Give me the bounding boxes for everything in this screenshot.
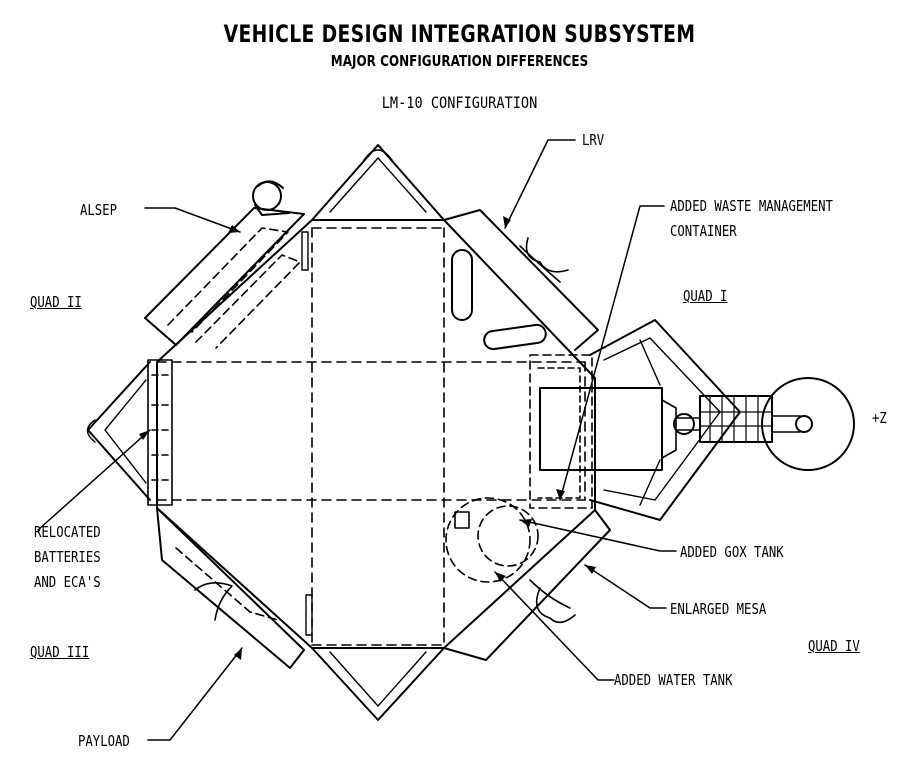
relocated-leader (37, 429, 151, 531)
structural-grid (156, 227, 586, 646)
mesa-leader (584, 564, 667, 609)
relocated-label-line2: BATTERIES (34, 548, 101, 566)
quad-iii-label: QUAD III (30, 643, 90, 661)
relocated-label-line1: RELOCATED (34, 523, 101, 541)
plus-z-axis-label: +Z (872, 409, 887, 427)
quad-i-label: QUAD I (683, 287, 728, 305)
waste-leader (559, 205, 665, 501)
lrv-panel (443, 209, 599, 351)
alsep-label: ALSEP (80, 201, 118, 219)
quad-iv-label: QUAD IV (808, 637, 860, 655)
left-fairing (87, 361, 151, 501)
lower-slot (483, 323, 547, 351)
forward-hatch (539, 387, 663, 471)
leader-lines (37, 139, 677, 741)
gox-tank (477, 505, 539, 567)
configuration-label: LM-10 CONFIGURATION (381, 93, 538, 112)
lrv-leader (504, 139, 576, 229)
ladder-porch (589, 319, 813, 521)
bottom-fairing (311, 647, 445, 721)
gox-label: ADDED GOX TANK (680, 543, 784, 561)
alsep-leader (144, 207, 241, 233)
quad-ii-label: QUAD II (30, 293, 82, 311)
water-tank (445, 497, 531, 583)
water-label: ADDED WATER TANK (614, 671, 733, 689)
lrv-label: LRV (582, 131, 605, 149)
relocated-label-line3: AND ECA'S (34, 573, 101, 591)
waste-label-line1: ADDED WASTE MANAGEMENT (670, 197, 833, 215)
alsep-bay (144, 207, 305, 349)
relocated-batteries (147, 359, 173, 506)
diagram-title: VEHICLE DESIGN INTEGRATION SUBSYSTEM (223, 20, 696, 48)
upper-slot (451, 249, 473, 321)
waste-container (529, 354, 593, 509)
payload-bay (156, 507, 305, 669)
leader-arrowheads (139, 216, 596, 660)
diagram-subtitle: MAJOR CONFIGURATION DIFFERENCES (330, 52, 589, 70)
forward-footpad (761, 377, 855, 471)
waste-label-line2: CONTAINER (670, 222, 737, 240)
mesa-label: ENLARGED MESA (670, 600, 767, 618)
top-fairing (311, 144, 445, 221)
gox-leader (519, 519, 677, 552)
payload-label: PAYLOAD (78, 732, 130, 750)
water-leader (494, 571, 615, 681)
payload-leader (147, 647, 243, 741)
mesa-panel (443, 509, 611, 661)
